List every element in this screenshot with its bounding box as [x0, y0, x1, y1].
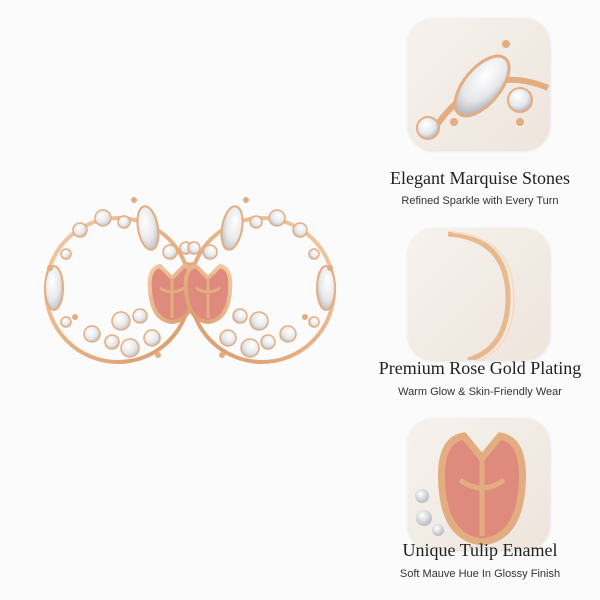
right-earring: [183, 197, 336, 364]
feature-subtitle: Refined Sparkle with Every Turn: [401, 195, 559, 207]
rose-gold-band-closeup: [408, 228, 550, 360]
left-earring: [44, 197, 197, 364]
feature-subtitle: Soft Mauve Hue In Glossy Finish: [399, 568, 561, 580]
tulip-enamel-closeup: [408, 418, 550, 550]
feature-title: Elegant Marquise Stones: [390, 168, 570, 188]
tulip-earrings-pair: [44, 197, 336, 364]
tulip-enamel-left: [147, 263, 197, 325]
tulip-enamel-right: [183, 263, 233, 325]
feature-title: Premium Rose Gold Plating: [378, 358, 582, 378]
feature-subtitle: Warm Glow & Skin-Friendly Wear: [398, 386, 562, 398]
feature-title: Unique Tulip Enamel: [402, 540, 558, 560]
marquise-stone-closeup: [408, 18, 550, 150]
